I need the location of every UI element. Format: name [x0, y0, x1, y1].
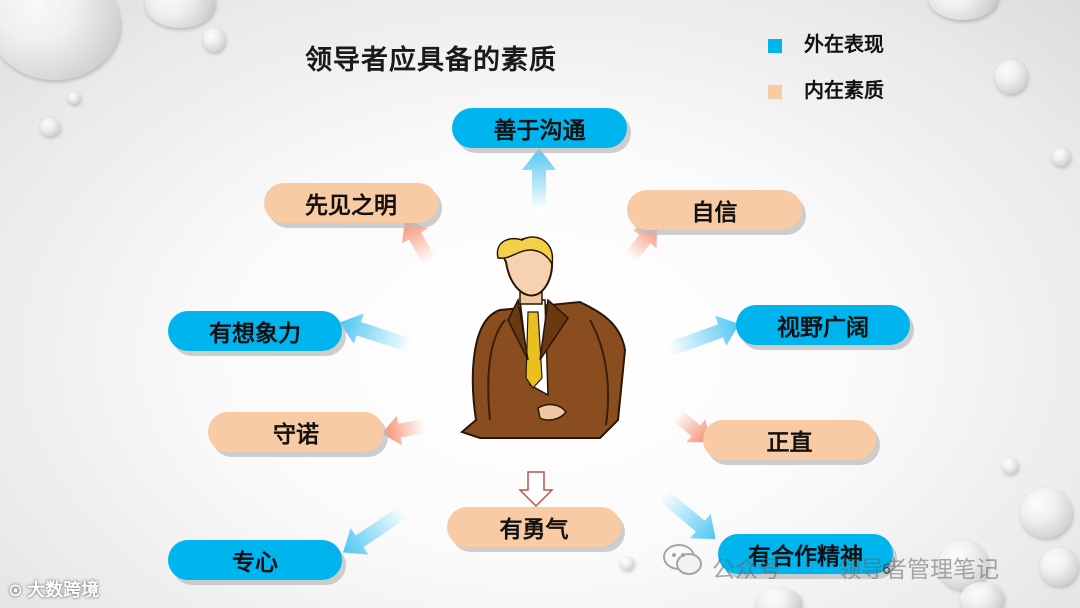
quality-foresight: 先见之明 — [264, 183, 438, 223]
quality-imagination-label: 有想象力 — [209, 321, 301, 347]
quality-foresight-label: 先见之明 — [305, 193, 397, 219]
watermark-right-b: 领导者管理笔记 — [838, 557, 999, 583]
quality-broad-vision-label: 视野广阔 — [777, 315, 869, 341]
arrow-to-communication — [522, 148, 556, 210]
water-drop — [40, 118, 60, 136]
arrow-to-focus — [342, 504, 410, 555]
watermark-logo-icon: ⊙ — [8, 580, 24, 601]
wechat-icon — [662, 542, 704, 578]
legend-outer: 外在表现 — [768, 28, 884, 57]
watermark-left-text: 大数跨境 — [27, 580, 100, 601]
arrow-to-foresight — [402, 218, 437, 266]
legend-inner-swatch — [768, 84, 782, 99]
slide-title: 领导者应具备的素质 — [305, 45, 557, 76]
water-drop — [1040, 548, 1078, 586]
quality-keep-promise: 守诺 — [208, 412, 384, 452]
water-drop — [1052, 148, 1070, 166]
quality-integrity: 正直 — [703, 420, 876, 460]
quality-broad-vision: 视野广阔 — [736, 305, 910, 345]
quality-courage-label: 有勇气 — [499, 517, 569, 543]
quality-imagination: 有想象力 — [168, 311, 342, 351]
water-drop — [620, 556, 634, 570]
water-drop — [1002, 458, 1018, 474]
water-drop — [68, 92, 80, 104]
arrow-to-teamwork — [657, 488, 716, 539]
water-drop — [203, 28, 225, 52]
water-drop — [995, 60, 1027, 94]
watermark-left: ⊙大数跨境 — [8, 576, 99, 602]
arrow-to-promise — [381, 415, 427, 446]
quality-confidence-label: 自信 — [691, 200, 738, 226]
legend-inner-label: 内在素质 — [804, 78, 884, 102]
quality-focus-label: 专心 — [232, 550, 278, 576]
legend-outer-swatch — [768, 38, 782, 53]
arrow-to-vision — [665, 315, 740, 357]
quality-teamwork: 有合作精神 — [718, 534, 893, 574]
arrow-to-imagination — [339, 313, 415, 353]
arrow-to-confidence — [624, 223, 658, 263]
quality-integrity-label: 正直 — [766, 430, 813, 456]
legend-outer-label: 外在表现 — [804, 32, 884, 56]
page-number: 6 — [882, 562, 891, 578]
quality-courage: 有勇气 — [447, 507, 621, 547]
water-drop — [1020, 488, 1072, 538]
quality-communication: 善于沟通 — [452, 108, 627, 148]
arrow-to-courage — [518, 471, 554, 508]
water-drop — [928, 0, 998, 20]
water-drop — [756, 588, 802, 608]
water-drop — [938, 540, 988, 590]
arrow-to-integrity — [671, 408, 710, 443]
legend-inner: 内在素质 — [768, 74, 884, 103]
watermark-right-a: 公众号 — [712, 557, 781, 583]
quality-focus: 专心 — [168, 540, 342, 580]
quality-teamwork-label: 有合作精神 — [748, 544, 863, 570]
quality-confidence: 自信 — [627, 190, 802, 230]
water-drop — [960, 582, 1004, 608]
quality-keep-promise-label: 守诺 — [273, 422, 319, 448]
quality-communication-label: 善于沟通 — [493, 118, 586, 144]
